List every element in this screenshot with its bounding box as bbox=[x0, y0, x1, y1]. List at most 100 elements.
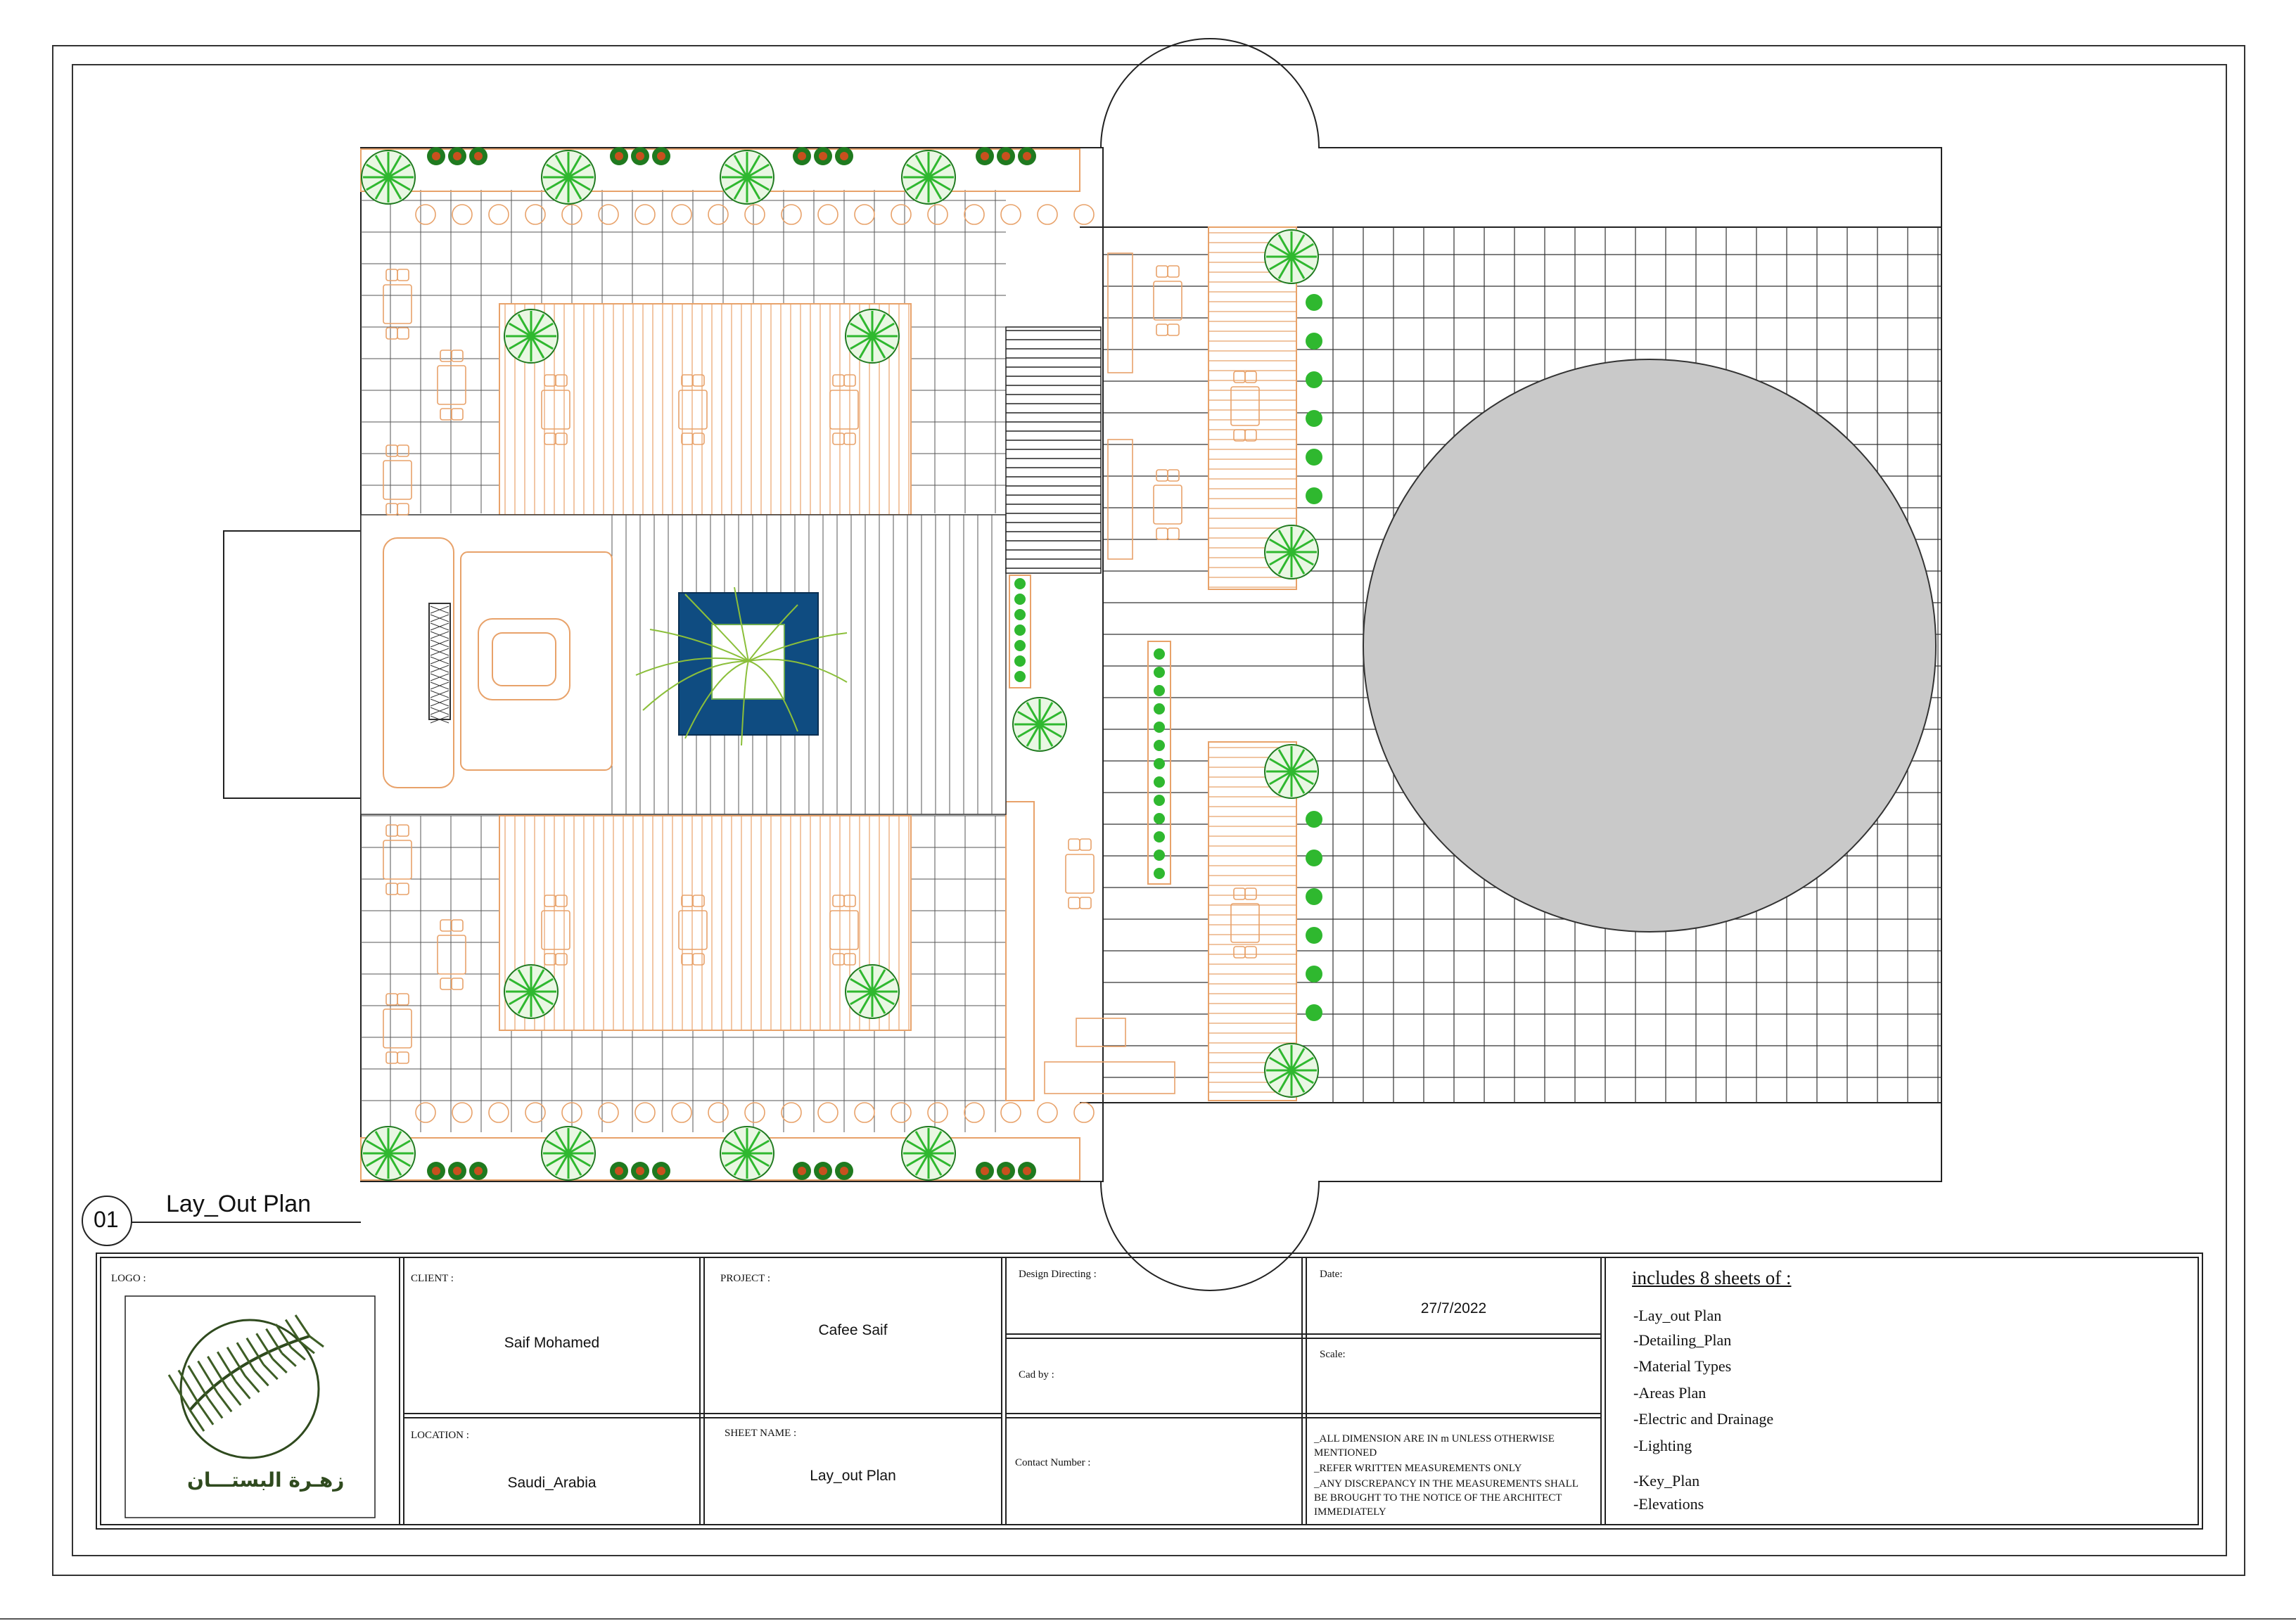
chair bbox=[385, 503, 398, 515]
shrub bbox=[1154, 850, 1165, 861]
outer-frame bbox=[52, 45, 2245, 1576]
chair bbox=[397, 444, 409, 457]
chair bbox=[1244, 371, 1257, 383]
stool bbox=[744, 1102, 765, 1123]
shrub bbox=[1014, 640, 1026, 651]
sofa bbox=[1107, 252, 1133, 373]
stool bbox=[891, 204, 912, 225]
chair bbox=[385, 327, 398, 340]
shrub bbox=[1306, 487, 1322, 504]
shrub bbox=[1154, 648, 1165, 660]
chair bbox=[385, 993, 398, 1006]
location-label: LOCATION : bbox=[411, 1430, 469, 1441]
sofa bbox=[1107, 439, 1133, 560]
stool bbox=[1037, 204, 1058, 225]
table bbox=[1076, 1018, 1126, 1047]
note-line: _REFER WRITTEN MEASUREMENTS ONLY bbox=[1314, 1463, 1522, 1474]
chair bbox=[451, 408, 464, 421]
shrub bbox=[1154, 776, 1165, 788]
flower bbox=[1023, 152, 1031, 160]
shrub bbox=[1014, 624, 1026, 636]
stool bbox=[1000, 204, 1021, 225]
table bbox=[541, 390, 570, 430]
chair bbox=[1156, 469, 1168, 482]
sofa bbox=[1044, 1061, 1175, 1094]
stool bbox=[561, 1102, 582, 1123]
table bbox=[1065, 854, 1095, 894]
chair bbox=[397, 993, 409, 1006]
shrub bbox=[1014, 578, 1026, 589]
shrub bbox=[1306, 410, 1322, 427]
chair bbox=[1167, 323, 1180, 336]
project-value: Cafee Saif bbox=[818, 1322, 888, 1338]
table bbox=[437, 365, 466, 405]
flower bbox=[1023, 1167, 1031, 1175]
palm-leaf-icon bbox=[167, 1314, 324, 1432]
table bbox=[1153, 485, 1182, 525]
title-block-frame bbox=[96, 1252, 2203, 1530]
flower bbox=[840, 152, 848, 160]
flower bbox=[474, 1167, 483, 1175]
stool bbox=[1073, 1102, 1095, 1123]
view-title: Lay_Out Plan bbox=[166, 1191, 312, 1217]
shrub bbox=[1306, 449, 1322, 466]
note-line: _ANY DISCREPANCY IN THE MEASUREMENTS SHA… bbox=[1314, 1478, 1579, 1489]
chair bbox=[440, 408, 452, 421]
chair bbox=[1068, 838, 1080, 851]
client-label: CLIENT : bbox=[411, 1273, 454, 1284]
chair bbox=[397, 503, 409, 515]
table bbox=[678, 910, 708, 950]
stool bbox=[854, 1102, 875, 1123]
chair bbox=[1167, 527, 1180, 540]
stool bbox=[671, 1102, 692, 1123]
chair bbox=[1167, 265, 1180, 278]
sheet-list-item: -Detailing_Plan bbox=[1633, 1331, 1732, 1349]
table bbox=[1153, 281, 1182, 321]
stool bbox=[781, 1102, 802, 1123]
chair bbox=[440, 978, 452, 990]
stool bbox=[671, 204, 692, 225]
sheet-list-item: -Material Types bbox=[1633, 1357, 1732, 1375]
chair bbox=[385, 883, 398, 895]
shrub bbox=[1306, 294, 1322, 311]
chair bbox=[555, 433, 568, 445]
shrub bbox=[1014, 671, 1026, 682]
table bbox=[383, 460, 412, 500]
chair bbox=[1244, 429, 1257, 442]
flower bbox=[819, 1167, 827, 1175]
chair bbox=[397, 824, 409, 837]
design-directing-label: Design Directing : bbox=[1019, 1269, 1097, 1280]
stool bbox=[927, 1102, 948, 1123]
sheet-name-value: Lay_out Plan bbox=[810, 1468, 896, 1484]
logo-label: LOGO : bbox=[111, 1273, 146, 1284]
chair bbox=[1244, 946, 1257, 959]
flower bbox=[981, 152, 989, 160]
sheets-title: includes 8 sheets of : bbox=[1632, 1267, 1792, 1288]
flower bbox=[636, 1167, 644, 1175]
chair bbox=[397, 883, 409, 895]
chair bbox=[555, 895, 568, 907]
palm-tree-icon bbox=[635, 587, 848, 746]
stool bbox=[744, 204, 765, 225]
date-value: 27/7/2022 bbox=[1420, 1300, 1487, 1316]
chair bbox=[451, 350, 464, 362]
chair bbox=[397, 269, 409, 281]
chair bbox=[692, 953, 705, 966]
stool bbox=[1037, 1102, 1058, 1123]
furniture bbox=[383, 204, 1260, 1123]
chair bbox=[1079, 838, 1092, 851]
stool bbox=[781, 204, 802, 225]
shrub bbox=[1306, 888, 1322, 905]
chair bbox=[397, 1051, 409, 1064]
shrub bbox=[1154, 740, 1165, 751]
sheet-list-item: -Key_Plan bbox=[1633, 1472, 1700, 1489]
stair-frame bbox=[1005, 326, 1102, 574]
shrub bbox=[1014, 594, 1026, 605]
flower bbox=[615, 1167, 623, 1175]
table bbox=[829, 390, 859, 430]
chair bbox=[843, 433, 856, 445]
flower bbox=[657, 152, 665, 160]
client-value: Saif Mohamed bbox=[504, 1335, 600, 1351]
table bbox=[678, 390, 708, 430]
chair bbox=[440, 350, 452, 362]
